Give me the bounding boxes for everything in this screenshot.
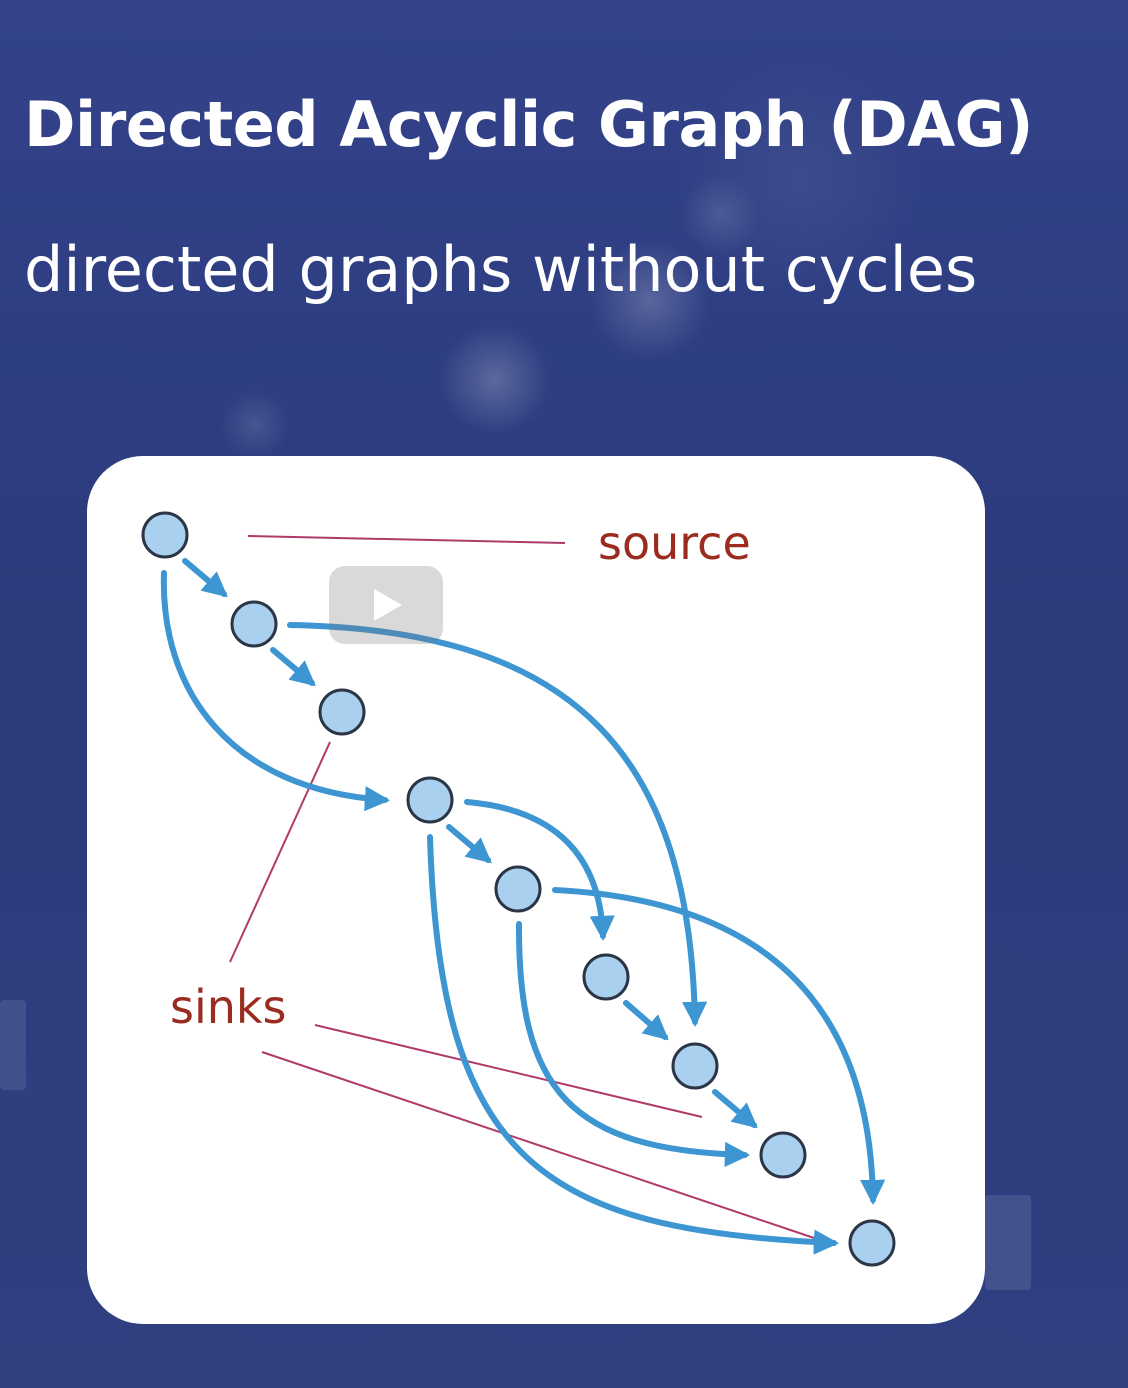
edge <box>464 799 615 942</box>
play-icon <box>374 589 402 621</box>
graph-node <box>671 1042 719 1090</box>
edges <box>160 558 886 1255</box>
edge <box>287 622 708 1028</box>
sink-node <box>759 1131 807 1179</box>
slide-subtitle: directed graphs without cycles <box>24 233 978 306</box>
edge <box>446 824 492 864</box>
dag-diagram: source sinks <box>141 511 896 1267</box>
sink-node <box>318 688 366 736</box>
edge <box>515 921 751 1168</box>
sink-pointer-line <box>229 741 331 963</box>
diagram-card: source sinks <box>87 456 985 1324</box>
edge <box>182 558 228 598</box>
video-play-button[interactable] <box>329 566 443 644</box>
decor-square <box>985 1195 1031 1290</box>
sinks-label: sinks <box>170 980 287 1034</box>
slide-title: Directed Acyclic Graph (DAG) <box>24 88 1033 161</box>
edge <box>712 1089 758 1129</box>
source-label: source <box>598 516 751 570</box>
graph-node <box>582 953 630 1001</box>
sink-node <box>848 1219 896 1267</box>
sink-pointer-line <box>261 1051 827 1243</box>
nodes <box>141 511 896 1267</box>
annotation-lines <box>229 535 827 1243</box>
edge <box>427 834 840 1255</box>
decor-square <box>0 1000 26 1090</box>
source-pointer-line <box>247 535 566 544</box>
edge <box>623 1000 669 1041</box>
graph-node <box>406 776 454 824</box>
source-node <box>141 511 189 559</box>
graph-node <box>230 600 278 648</box>
sink-pointer-line <box>314 1024 703 1118</box>
graph-node <box>494 865 542 913</box>
edge <box>270 647 316 687</box>
edge <box>160 570 391 812</box>
edge <box>552 887 886 1206</box>
